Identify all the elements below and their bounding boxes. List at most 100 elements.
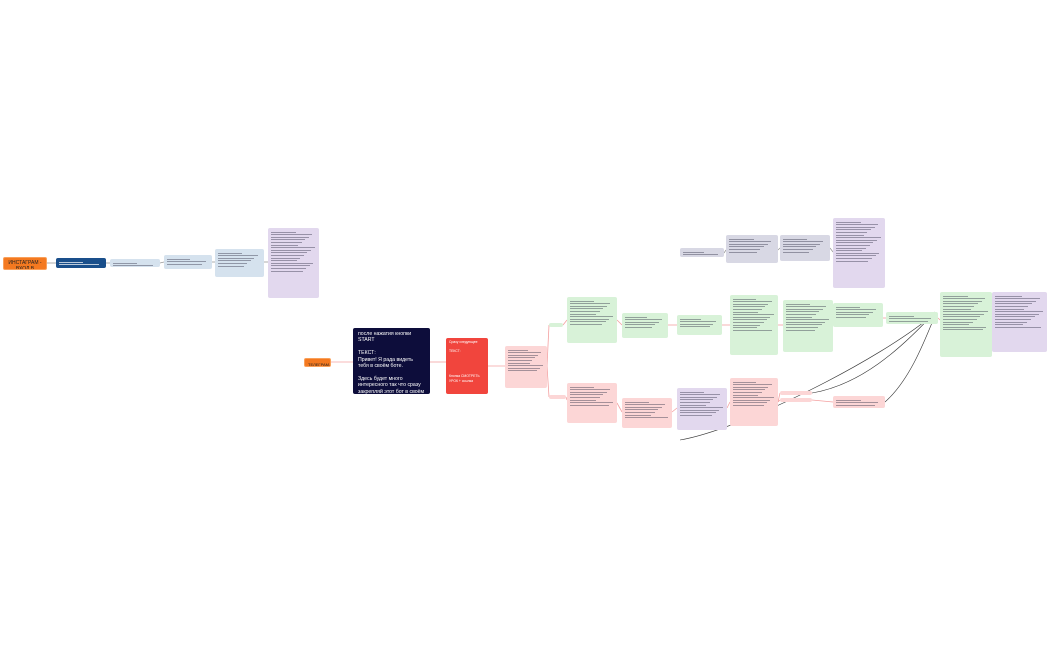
- pink-node-4[interactable]: [833, 396, 885, 408]
- connector-line: [565, 396, 568, 401]
- text-line: [836, 257, 872, 259]
- text-line: [995, 300, 1037, 302]
- green-node-5[interactable]: [783, 300, 833, 352]
- text-line: [995, 321, 1027, 323]
- text-line: [733, 306, 765, 308]
- pink-node-2[interactable]: [622, 398, 672, 428]
- text-line: [570, 323, 603, 325]
- green-node-2[interactable]: [622, 313, 668, 338]
- connector-line: [726, 401, 731, 409]
- text-line: [271, 234, 313, 236]
- lesson-node[interactable]: [505, 346, 547, 388]
- text-line: [271, 244, 298, 246]
- text-line: [271, 260, 297, 262]
- text-line: [570, 389, 611, 391]
- text-line: [218, 255, 258, 257]
- green-node-7[interactable]: [886, 312, 938, 324]
- instagram-step-2[interactable]: [110, 259, 160, 267]
- text-line: [783, 241, 824, 243]
- text-line: [943, 326, 987, 328]
- text-line: [836, 234, 864, 236]
- green-node-4[interactable]: [730, 295, 778, 355]
- text-line: [680, 401, 710, 403]
- text-line: [836, 224, 879, 226]
- text-line: [570, 394, 604, 396]
- text-line: [836, 309, 877, 311]
- text-line: [113, 262, 138, 264]
- text-line: [943, 308, 971, 310]
- instagram-step-4[interactable]: [215, 249, 264, 277]
- text-line: [783, 246, 817, 248]
- branch-label-yes[interactable]: [549, 323, 563, 327]
- text-line: [570, 386, 595, 388]
- instagram-step-1[interactable]: [56, 258, 106, 268]
- text-line: [570, 313, 597, 315]
- text-line: [733, 399, 771, 401]
- text-line: [508, 357, 536, 359]
- grey-node-3[interactable]: [780, 235, 830, 261]
- text-line: [733, 303, 769, 305]
- next-message-node[interactable]: Сразу следующее ТЕКСТ: Кнопка СМОТРЕТЬ У…: [446, 338, 488, 394]
- text-line: [836, 255, 876, 257]
- text-line: [783, 251, 810, 253]
- text-line: [943, 324, 970, 326]
- text-line: [836, 239, 877, 241]
- text-line: [783, 243, 820, 245]
- text-line: [733, 324, 761, 326]
- pink-node-1[interactable]: [567, 383, 617, 423]
- start-message-node[interactable]: после нажатия кнопки START ТЕКСТ: Привет…: [353, 328, 430, 394]
- instagram-step-5[interactable]: [268, 228, 319, 298]
- text-line: [271, 262, 314, 264]
- connector-line: [616, 319, 623, 326]
- text-line: [508, 354, 539, 356]
- text-line: [786, 303, 811, 305]
- green-node-8[interactable]: [940, 292, 992, 357]
- text-line: [943, 329, 983, 331]
- connector-line: [777, 247, 781, 251]
- text-line: [733, 298, 757, 300]
- text-line: [786, 308, 823, 310]
- text-line: [218, 257, 255, 259]
- text-line: [783, 238, 808, 240]
- text-line: [733, 384, 772, 386]
- purple-node-2[interactable]: [833, 218, 885, 288]
- connector-line: [671, 407, 678, 413]
- text-line: [783, 248, 813, 250]
- green-node-1[interactable]: [567, 297, 617, 343]
- telegram-entry-node[interactable]: ТЕЛЕГРАМ-ВХОД: [304, 358, 331, 367]
- green-node-3[interactable]: [677, 315, 722, 335]
- text-line: [943, 313, 984, 315]
- grey-node-1[interactable]: [680, 248, 724, 257]
- text-line: [733, 301, 772, 303]
- text-line: [733, 308, 762, 310]
- branch-label-no[interactable]: [549, 395, 566, 399]
- text-line: [683, 254, 718, 256]
- instagram-entry-node[interactable]: ИНСТАГРАМ - ВХОД В ВОРОНКУ: [3, 257, 47, 270]
- text-line: [836, 229, 871, 231]
- text-line: [943, 321, 973, 323]
- text-line: [625, 411, 655, 413]
- text-line: [271, 254, 304, 256]
- pink-label-1[interactable]: [780, 391, 812, 395]
- text-line: [570, 310, 600, 312]
- text-line: [733, 314, 774, 316]
- green-node-6[interactable]: [833, 303, 883, 327]
- text-line: [625, 324, 656, 326]
- text-line: [218, 265, 244, 267]
- pink-label-2[interactable]: [780, 398, 812, 402]
- instagram-step-3[interactable]: [164, 255, 212, 269]
- text-line: [995, 295, 1022, 297]
- text-line: [508, 349, 528, 351]
- text-line: [995, 324, 1023, 326]
- text-line: [680, 323, 713, 325]
- text-line: [570, 303, 611, 305]
- purple-node-3[interactable]: [992, 292, 1047, 352]
- grey-node-2[interactable]: [726, 235, 778, 263]
- text-line: [625, 414, 652, 416]
- pink-node-3[interactable]: [730, 378, 778, 426]
- purple-node-1[interactable]: [677, 388, 727, 430]
- text-line: [508, 365, 543, 367]
- text-line: [836, 250, 863, 252]
- text-line: [570, 396, 600, 398]
- text-line: [680, 409, 720, 411]
